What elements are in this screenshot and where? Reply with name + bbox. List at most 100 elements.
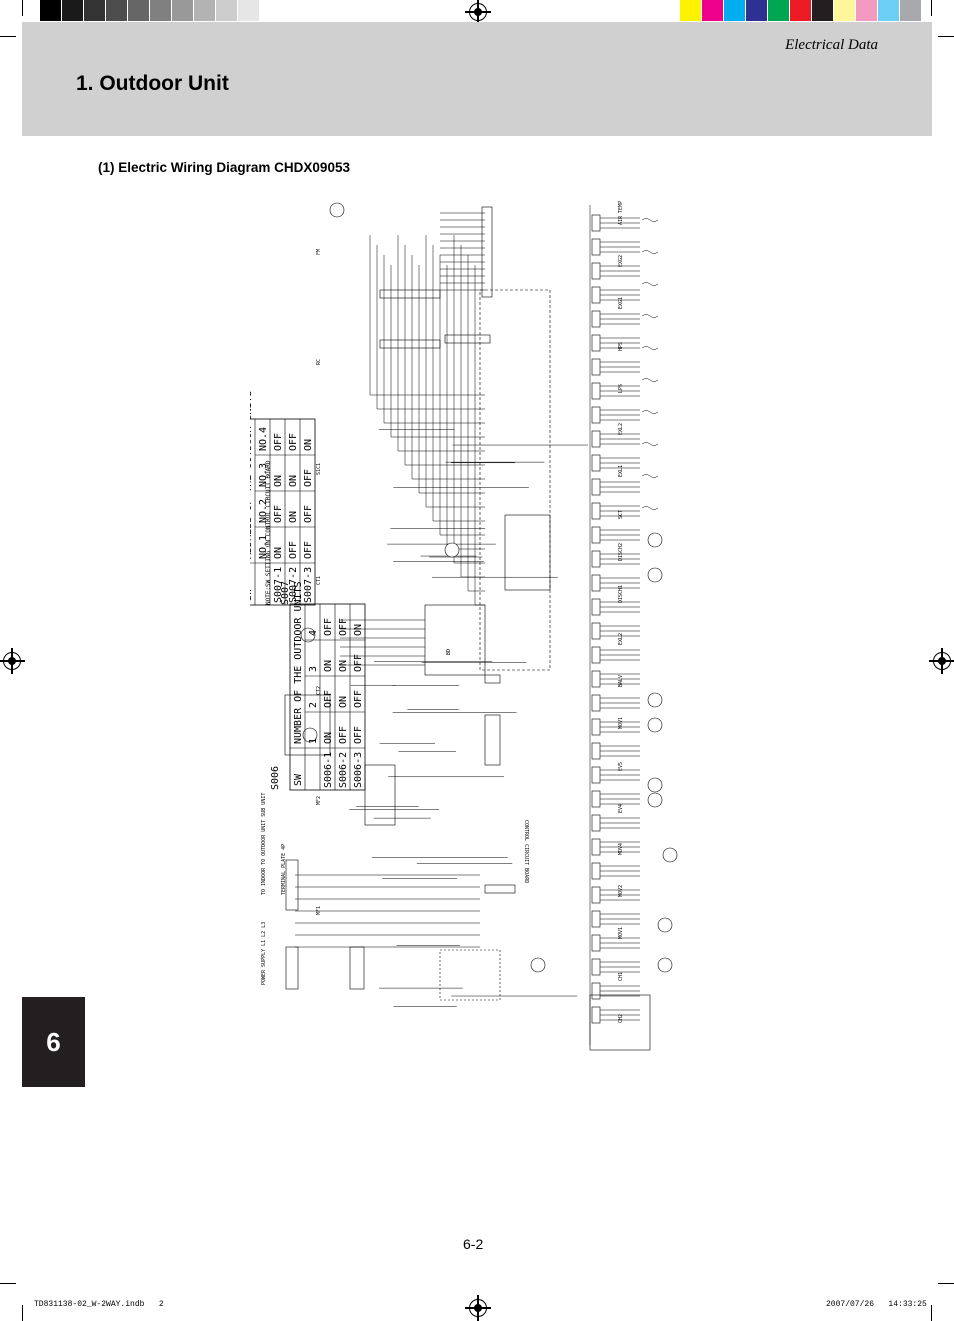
table-col-header: NO.3 (258, 463, 269, 487)
thermistor-icon (641, 314, 659, 318)
terminal-block (285, 946, 299, 990)
table-row-label: S006-3 (353, 752, 364, 788)
terminal-block (349, 946, 365, 990)
connector (591, 862, 601, 880)
crop-mark (0, 36, 16, 37)
grayscale-color-bar (40, 0, 282, 22)
table-cell: OFF (288, 433, 299, 451)
connector (591, 550, 601, 568)
diagram-motors (300, 202, 678, 973)
table-col-header: NO.4 (258, 427, 269, 451)
color-swatch (856, 0, 878, 21)
table-header-cell: SW (293, 773, 304, 786)
switch-setting-note: NOTE:SW SETTING ON CONTROL CIRCUIT BOARD (265, 460, 272, 605)
crop-mark (938, 1283, 954, 1284)
filter-board (364, 764, 396, 826)
table-row-label: S006-2 (338, 752, 349, 788)
crop-mark (22, 0, 23, 16)
page-header (22, 22, 932, 136)
table-header-cell: NUMBER OF THE OUTDOOR UNITS (293, 581, 304, 744)
chapter-tab: 6 (22, 997, 85, 1087)
compressor-motor-icon (444, 542, 460, 558)
table-cell: OFF (353, 690, 364, 708)
thermistor-icon (641, 474, 659, 478)
color-swatch (680, 0, 702, 21)
connector (591, 886, 601, 904)
fan-motor-icon (329, 202, 345, 218)
table-header-cell: SW (250, 588, 254, 601)
component-label: SCT (618, 510, 624, 519)
component-label: EXG2 (618, 255, 624, 267)
component-label: EXL1 (618, 465, 624, 477)
color-swatch (834, 0, 856, 21)
valve-coil-icon (647, 717, 663, 733)
component-label: EXL2 (618, 423, 624, 435)
component-label: MF2 (316, 796, 322, 805)
terminal-plate (285, 859, 299, 911)
component-label: CH2 (618, 1014, 624, 1023)
table-cell: ON (338, 660, 349, 672)
connector (591, 262, 601, 280)
gray-swatch (84, 0, 106, 21)
color-swatch (724, 0, 746, 21)
crop-mark (22, 1305, 23, 1321)
component-label: EXG1 (618, 297, 624, 309)
component-label: MF1 (316, 906, 322, 915)
table-cell: OFF (323, 618, 334, 636)
table-border (289, 603, 366, 791)
connector (591, 910, 601, 928)
connector (591, 382, 601, 400)
diagram-components (284, 206, 651, 1051)
component-label: EXL2 (618, 633, 624, 645)
registration-mark-icon (0, 648, 25, 674)
s007-title: S007 (280, 581, 291, 605)
connector (444, 334, 491, 344)
thermistor-icon (641, 250, 659, 254)
valve-coil-icon (647, 692, 663, 708)
color-swatch (900, 0, 922, 21)
table-cell: OFF (273, 433, 284, 451)
table-cell: OFF (338, 618, 349, 636)
table-row-label: S006-1 (323, 752, 334, 788)
connector (591, 310, 601, 328)
connector (484, 674, 501, 684)
connector (591, 838, 601, 856)
gray-swatch (150, 0, 172, 21)
table-cell: ON (273, 547, 284, 559)
valve-coil-icon (647, 567, 663, 583)
thermistor-icon (641, 346, 659, 350)
fan-board (504, 514, 551, 591)
color-swatch (702, 0, 724, 21)
component-label: DISCH1 (618, 585, 624, 603)
connector (591, 718, 601, 736)
component-label: AIR TEMP (618, 201, 624, 225)
component-label: EV4 (618, 804, 624, 813)
component-label: FM (316, 249, 322, 255)
slug-file-name: TD831138-02_W-2WAY.indb 2 (34, 1300, 164, 1309)
component-label: CH1 (618, 972, 624, 981)
component-label: MOV4 (618, 843, 624, 855)
registration-mark-icon (465, 1295, 491, 1321)
table-cell: ON (323, 732, 334, 744)
component-label: LPS (618, 384, 624, 393)
table-cell: OFF (273, 505, 284, 523)
rc-motor-icon (300, 627, 316, 643)
color-swatch (812, 0, 834, 21)
component-label: HPS (618, 342, 624, 351)
connector (481, 206, 493, 298)
color-swatch (790, 0, 812, 21)
motor-icon (530, 957, 546, 973)
component-label: CT2 (316, 686, 322, 695)
table-row-label: S007-1 (273, 567, 284, 603)
table-cell: OFF (303, 505, 314, 523)
connector (591, 238, 601, 256)
connector (591, 766, 601, 784)
control-board-label: CONTROL CIRCUIT BOARD (523, 820, 529, 883)
crop-mark (931, 1305, 932, 1321)
connector (591, 454, 601, 472)
gray-swatch (194, 0, 216, 21)
thermistor-icon (641, 378, 659, 382)
connector (591, 982, 601, 1000)
table-row-label: S007-2 (288, 567, 299, 603)
